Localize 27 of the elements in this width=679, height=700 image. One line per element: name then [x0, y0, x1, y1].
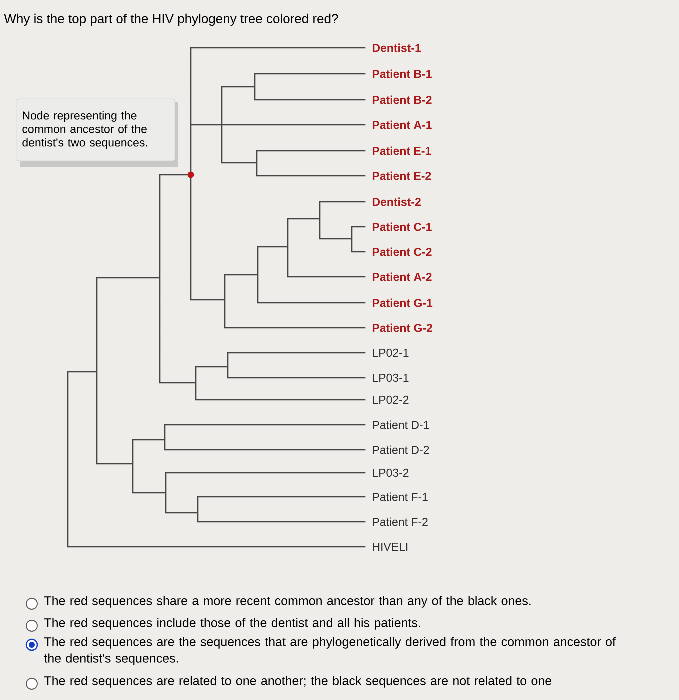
leaf-label: Patient F-1 — [373, 492, 428, 502]
leaf-label: Patient C-1 — [372, 222, 432, 232]
leaf-label: Patient F-2 — [373, 518, 428, 526]
leaf-label: Patient A-1 — [372, 120, 432, 130]
leaf-label: Dentist-1 — [372, 44, 422, 52]
leaf-label: HIVELI — [373, 543, 408, 551]
leaf-label: Patient G-2 — [372, 324, 432, 332]
leaf-label: Patient D-1 — [373, 420, 430, 430]
answer-option: The red sequences share a more recent common ancestor than any of the black ones. — [44, 596, 531, 608]
leaf-label: Patient G-1 — [372, 298, 433, 308]
answer-option: The red sequences include those of the dentist and all his patients. — [44, 618, 420, 630]
leaf-label: Patient E-2 — [372, 172, 432, 180]
answer-option: The red sequences are the sequences that are phylogenetically derived from the common ancestor of the dentist's sequences. — [44, 637, 616, 666]
leaf-label: Dentist-2 — [372, 198, 421, 206]
answer-option: The red sequences are related to one another; the black sequences are not related to one — [44, 676, 552, 688]
question-title: Why is the top part of the HIV phylogeny tree colored red? — [4, 14, 338, 26]
leaf-label: Patient C-2 — [372, 248, 432, 256]
leaf-label: Patient B-1 — [372, 70, 432, 78]
leaf-label: Patient E-1 — [372, 146, 432, 156]
leaf-label: Patient A-2 — [372, 272, 432, 282]
leaf-label: LP03-2 — [373, 468, 409, 478]
leaf-label: LP02-2 — [373, 396, 409, 404]
leaf-label: LP02-1 — [373, 348, 409, 358]
leaf-label: Patient B-2 — [372, 96, 432, 104]
callout-box: Node representing the common ancestor of the dentist's two sequences. — [17, 99, 176, 162]
leaf-label: Patient D-2 — [373, 446, 430, 454]
leaf-label: LP03-1 — [373, 374, 409, 382]
